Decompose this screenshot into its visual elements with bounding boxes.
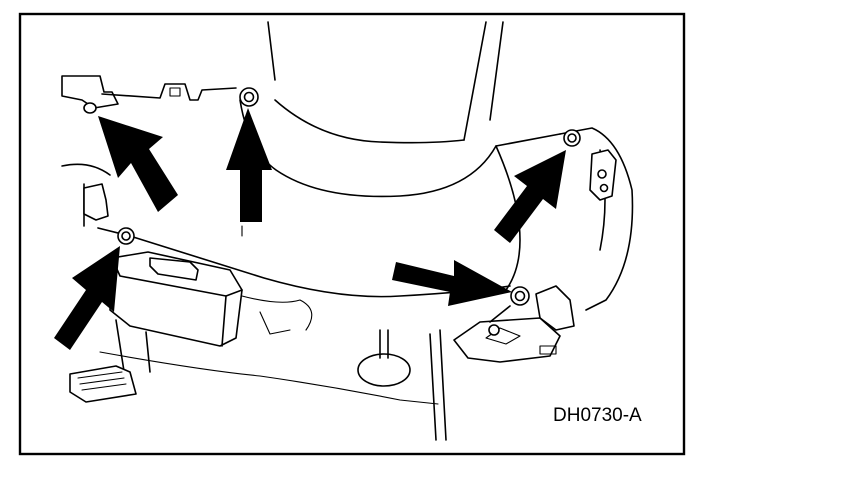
upper-left-bracket xyxy=(61,75,237,227)
arrow-upper-center xyxy=(226,108,272,222)
arrow-upper-right xyxy=(494,150,566,243)
figure-frame xyxy=(18,12,686,456)
right-lower-bracket xyxy=(453,285,575,363)
fasteners xyxy=(83,87,581,306)
steering-column xyxy=(267,21,504,144)
floor-area xyxy=(99,329,447,441)
callout-arrows xyxy=(54,108,566,350)
arrow-lower-right xyxy=(392,260,512,306)
arrow-upper-left xyxy=(98,116,178,212)
figure-id-label: DH0730-A xyxy=(553,405,642,426)
electronic-module xyxy=(109,251,313,347)
clip-upper-left xyxy=(83,102,97,114)
brake-pedal xyxy=(69,319,151,403)
arrow-left xyxy=(54,246,120,350)
